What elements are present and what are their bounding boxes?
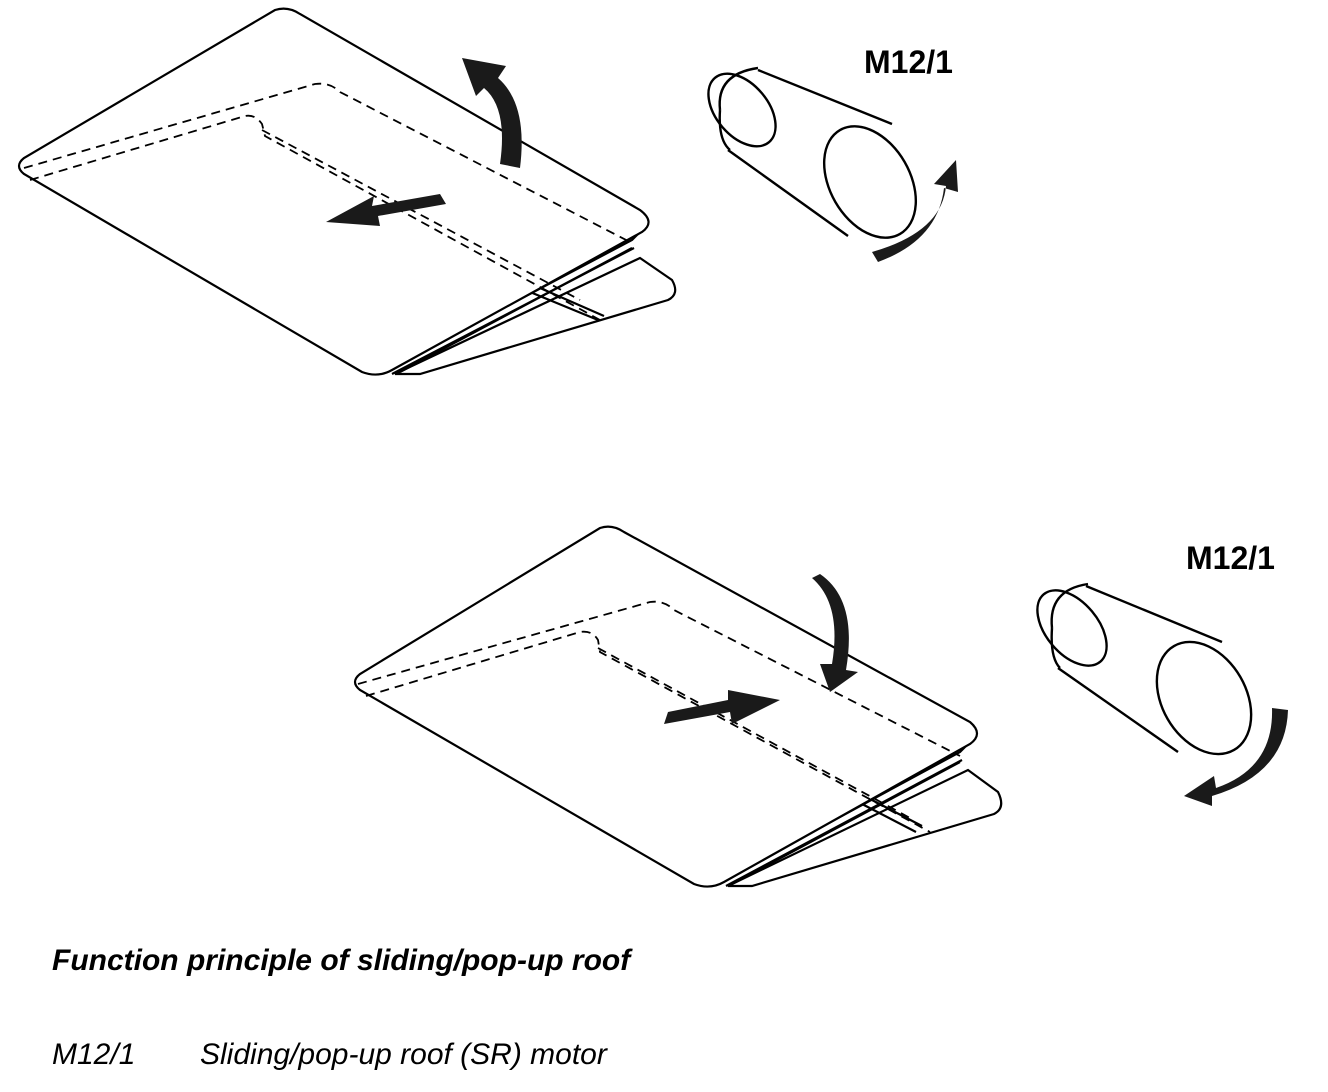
guide-panel-bottom [727, 768, 1003, 888]
glass-edge-top [391, 247, 635, 375]
rotation-arrow-top [872, 160, 958, 262]
rotation-arrow-bottom [1184, 708, 1288, 806]
slide-arrow-bottom [664, 690, 780, 724]
motor-cylinder-bottom [1036, 582, 1253, 756]
lower-arrow-bottom [812, 574, 858, 692]
roof-assembly-top [17, 7, 677, 376]
glass-panel-bottom [353, 525, 979, 888]
legend-description: Sliding/pop-up roof (SR) motor [200, 1038, 607, 1071]
glass-panel-top [17, 7, 650, 376]
roof-opening-outline-top [23, 82, 631, 243]
glass-edge-bottom [725, 759, 963, 887]
roof-assembly-bottom [353, 525, 1003, 888]
legend-code: M12/1 [52, 1038, 136, 1071]
motor-cylinder-top [707, 66, 918, 239]
motor-label-top: M12/1 [864, 44, 953, 80]
slide-arrow-top [326, 194, 446, 226]
roof-opening-outline-top [261, 129, 581, 301]
roof-opening-outline-top [29, 114, 601, 321]
guide-strut-top [539, 286, 605, 318]
roof-opening-outline-bottom [357, 600, 961, 757]
guide-panel-top [394, 256, 677, 376]
figure-caption: Function principle of sliding/pop-up roo… [52, 944, 631, 977]
pop-up-arrow-top [462, 58, 522, 168]
motor-label-bottom: M12/1 [1186, 540, 1275, 576]
roof-opening-outline-bottom [365, 630, 931, 833]
legend-row: M12/1 Sliding/pop-up roof (SR) motor [52, 1038, 607, 1072]
